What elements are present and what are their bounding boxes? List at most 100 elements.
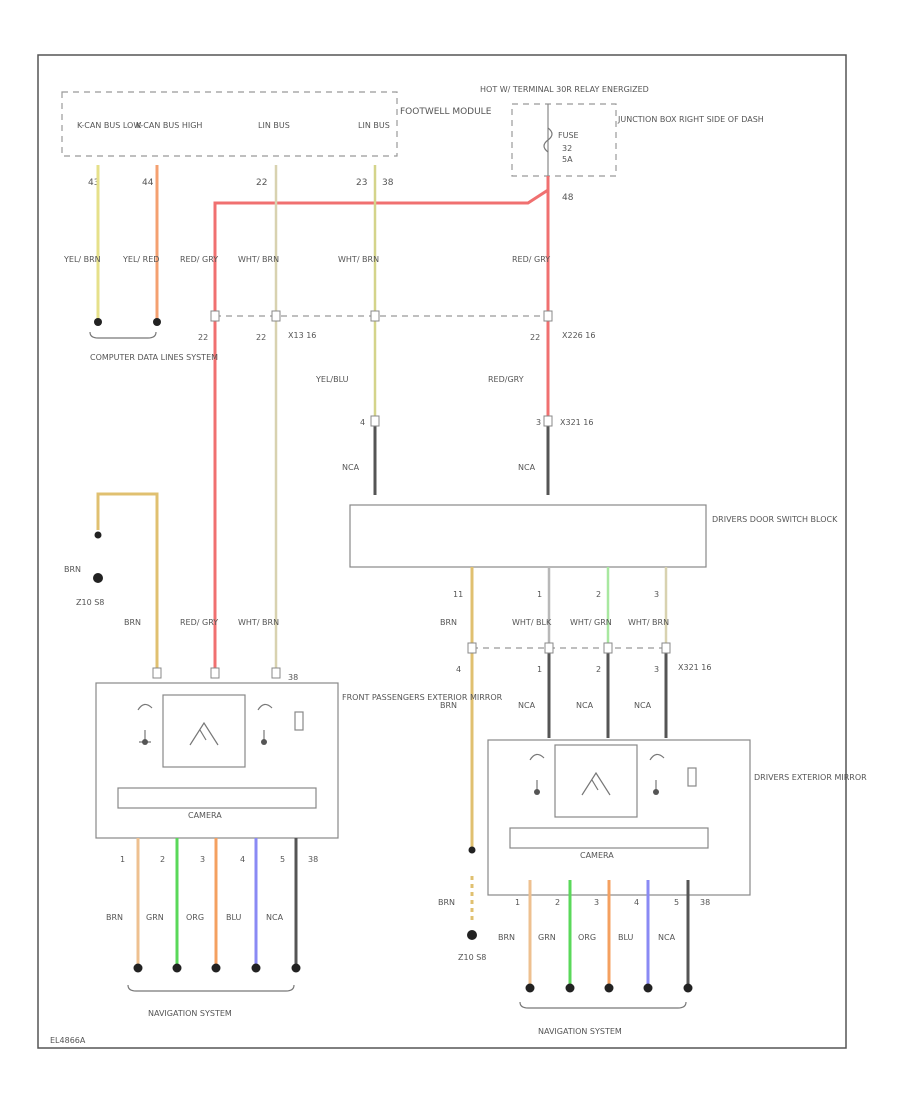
connector-pin-label-1: 22 [198, 333, 208, 342]
right-camera-terminal-2 [565, 983, 575, 993]
wire-label-red-gry-2: RED/ GRY [512, 255, 550, 264]
pin-23: 23 [356, 178, 367, 188]
lower-conn-pin-label-3: 3 [654, 665, 659, 674]
pass-conn-pin-1 [152, 667, 162, 679]
diagram-footer-id: EL4866A [50, 1036, 86, 1045]
right-camera-terminal-5 [683, 983, 693, 993]
pin-label-lin-bus-1: LIN BUS [258, 121, 290, 130]
wire-label-nca-2: NCA [518, 463, 536, 472]
right-camera-terminal-1 [525, 983, 535, 993]
left-cam-pin-5: 5 [280, 855, 285, 864]
pin-label-lin-bus-2: LIN BUS [358, 121, 390, 130]
lower-conn-pin-label-4: 4 [456, 665, 461, 674]
lower-wire-nca-1: NCA [518, 701, 536, 710]
fuse-label: FUSE [558, 131, 579, 140]
right-cam-pin-1: 1 [515, 898, 520, 907]
right-cam-pin-38: 38 [700, 898, 710, 907]
lower-wire-brn: BRN [440, 701, 457, 710]
fuse-amp: 5A [562, 155, 573, 164]
right-camera-terminal-3 [604, 983, 614, 993]
right-cam-wire-org: ORG [578, 933, 596, 942]
wire-label-wht-brn: WHT/ BRN [238, 255, 279, 264]
drv-camera-box [509, 827, 709, 849]
lower-conn-pin-3 [661, 642, 671, 654]
connector-x13-label: X13 16 [288, 331, 316, 340]
wire-label-yel-red: YEL/ RED [122, 255, 159, 264]
terminal-data-2 [153, 318, 161, 326]
ground-right-label: Z10 S8 [458, 953, 486, 962]
lower-conn-pin-1 [544, 642, 554, 654]
connector-pin-1 [210, 310, 220, 322]
connector-pin-label-2: 22 [256, 333, 266, 342]
nav-right-label: NAVIGATION SYSTEM [538, 1027, 622, 1036]
fuse-icon [543, 127, 553, 153]
left-cam-pin-3: 3 [200, 855, 205, 864]
pass-camera-label: CAMERA [188, 811, 222, 820]
door-out-pin-11: 11 [453, 590, 463, 599]
pass-mirror-motor-icon-1 [137, 703, 153, 744]
drv-mirror-motor-2 [653, 789, 659, 795]
lower-conn-label: X321 16 [678, 663, 711, 672]
footwell-module-box [61, 91, 398, 157]
pass-mirror-label: FRONT PASSENGERS EXTERIOR MIRROR [342, 693, 503, 702]
door-out-wire-wht-brn: WHT/ BRN [628, 618, 669, 627]
wire-label-red-gry-3: RED/GRY [488, 375, 524, 384]
wire-red-gry-main [213, 176, 550, 670]
pin-38: 38 [382, 178, 394, 188]
door-out-pin-2: 2 [596, 590, 601, 599]
pass-conn-pin-38: 38 [288, 673, 298, 682]
x321-label: X321 16 [560, 418, 593, 427]
wire-label-red-gry: RED/ GRY [180, 255, 218, 264]
drv-mirror-motor-icon-1 [529, 753, 545, 794]
door-out-wire-wht-blk: WHT/ BLK [512, 618, 552, 627]
pin-48: 48 [562, 193, 574, 203]
left-cam-wire-grn: GRN [146, 913, 164, 922]
ground-left-icon [93, 573, 103, 583]
ground-right-icon [467, 930, 477, 940]
pass-mirror-heater [162, 694, 246, 768]
door-out-pin-3: 3 [654, 590, 659, 599]
footwell-module-label: FOOTWELL MODULE [400, 107, 492, 117]
pass-mirror-motor-icon-2 [257, 703, 273, 744]
wire-label-wht-brn-left: WHT/ BRN [238, 618, 279, 627]
wire-brn-left [96, 492, 159, 670]
left-cam-pin-1: 1 [120, 855, 125, 864]
x321-pin-label-4: 4 [360, 418, 365, 427]
lower-conn-pin-4 [467, 642, 477, 654]
left-cam-pin-4: 4 [240, 855, 245, 864]
ground-right-dot-top [468, 846, 476, 854]
wire-label-yel-blu: YEL/BLU [315, 375, 349, 384]
connector-pin-4 [543, 310, 553, 322]
pass-mirror-motor-2 [261, 739, 267, 745]
lower-conn-pin-label-1: 1 [537, 665, 542, 674]
right-cam-pin-3: 3 [594, 898, 599, 907]
connector-pin-label-3: 22 [530, 333, 540, 342]
door-switch-block [349, 504, 707, 568]
pass-conn-pin-3 [271, 667, 281, 679]
x321-pin-label-3: 3 [536, 418, 541, 427]
pass-camera-box [117, 787, 317, 809]
drv-mirror-motor-1 [534, 789, 540, 795]
right-camera-wires [525, 880, 693, 993]
nav-left-label: NAVIGATION SYSTEM [148, 1009, 232, 1018]
left-camera-wires [133, 838, 301, 973]
right-cam-pin-5: 5 [674, 898, 679, 907]
left-camera-terminal-5 [291, 963, 301, 973]
ground-right-wire-label: BRN [438, 898, 455, 907]
pin-label-kcan-high: K-CAN BUS HIGH [136, 121, 202, 130]
right-cam-wire-brn: BRN [498, 933, 515, 942]
left-camera-terminal-2 [172, 963, 182, 973]
data-lines-label: COMPUTER DATA LINES SYSTEM [90, 353, 218, 362]
connector-x226-label: X226 16 [562, 331, 595, 340]
x321-pin-4 [370, 415, 380, 427]
drv-mirror-motor-icon-2 [649, 753, 665, 794]
pass-mirror-motor-1 [142, 739, 148, 745]
drv-camera-label: CAMERA [580, 851, 614, 860]
left-camera-terminal-4 [251, 963, 261, 973]
lower-wire-nca-2: NCA [576, 701, 594, 710]
ground-left-wire-label: BRN [64, 565, 81, 574]
wire-label-yel-brn: YEL/ BRN [63, 255, 101, 264]
drv-mirror-resistor [687, 767, 697, 787]
ground-left-dot-top [94, 531, 102, 539]
